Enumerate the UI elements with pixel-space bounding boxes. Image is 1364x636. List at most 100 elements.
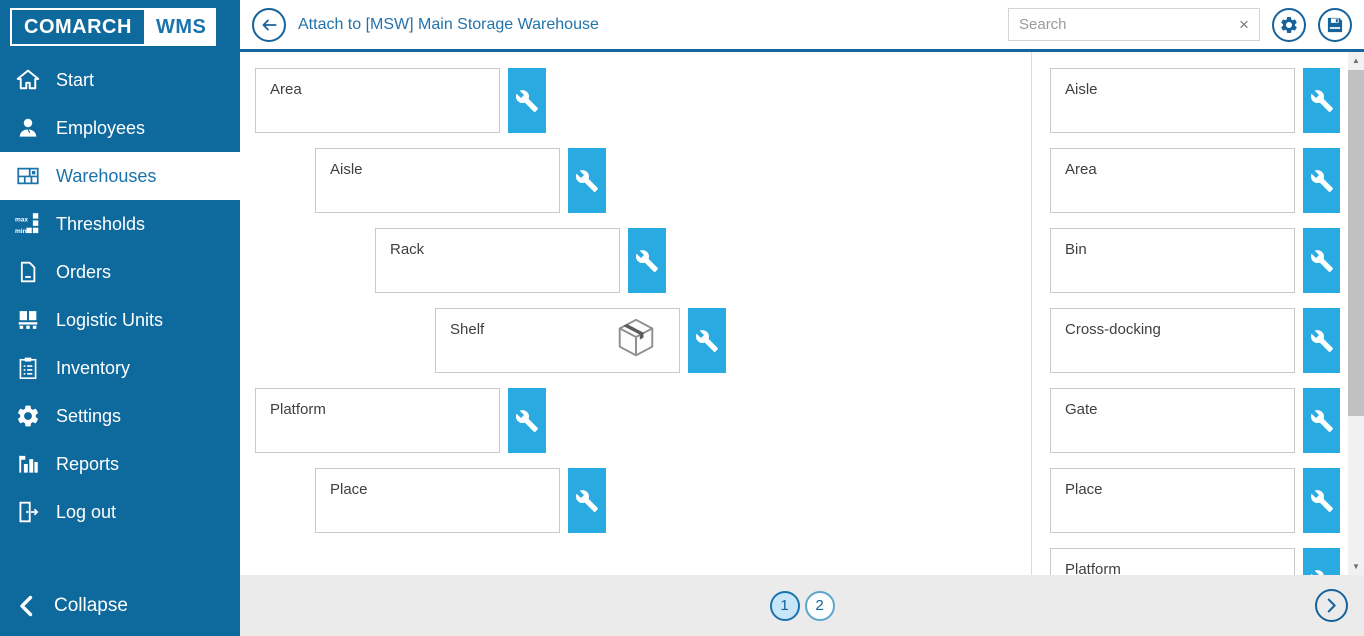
wrench-button[interactable] — [508, 388, 546, 453]
wrench-icon — [695, 329, 719, 353]
settings-icon — [15, 403, 41, 429]
wrench-button[interactable] — [568, 148, 606, 213]
panel-divider — [1031, 52, 1032, 575]
object-type-box-place[interactable]: Place — [1050, 468, 1295, 533]
header: Attach to [MSW] Main Storage Warehouse × — [240, 0, 1364, 52]
wrench-icon — [635, 249, 659, 273]
wrench-button[interactable] — [688, 308, 726, 373]
wrench-icon — [1310, 169, 1334, 193]
tree-node: Area — [255, 68, 546, 133]
save-icon — [1325, 15, 1345, 35]
back-button[interactable] — [252, 7, 286, 42]
structure-node-label: Place — [330, 481, 368, 498]
object-type-item: Area — [1050, 148, 1340, 213]
object-type-label: Aisle — [1065, 81, 1098, 98]
sidebar-item-label: Start — [56, 69, 95, 90]
structure-node-box-place[interactable]: Place — [315, 468, 560, 533]
wrench-button[interactable] — [1303, 228, 1340, 293]
object-type-box-gate[interactable]: Gate — [1050, 388, 1295, 453]
scroll-up-arrow-icon[interactable]: ▲ — [1352, 56, 1360, 65]
logistic-units-icon — [15, 307, 41, 333]
wrench-button[interactable] — [508, 68, 546, 133]
structure-node-box-shelf[interactable]: Shelf — [435, 308, 680, 373]
object-type-label: Area — [1065, 161, 1097, 178]
sidebar-item-start[interactable]: Start — [0, 56, 240, 104]
gear-icon — [1279, 15, 1299, 35]
sidebar-item-settings[interactable]: Settings — [0, 392, 240, 440]
object-type-box-area[interactable]: Area — [1050, 148, 1295, 213]
tree-node: Place — [315, 468, 606, 533]
settings-button[interactable] — [1272, 7, 1306, 42]
wrench-button[interactable] — [1303, 468, 1340, 533]
wrench-icon — [515, 409, 539, 433]
wrench-icon — [1310, 489, 1334, 513]
next-page-button[interactable] — [1315, 589, 1348, 622]
object-type-item: Place — [1050, 468, 1340, 533]
wrench-icon — [1310, 249, 1334, 273]
wrench-button[interactable] — [628, 228, 666, 293]
back-arrow-icon — [259, 15, 279, 35]
home-icon — [15, 67, 41, 93]
tree-node: Platform — [255, 388, 546, 453]
structure-node-label: Rack — [390, 241, 425, 258]
inventory-icon — [15, 355, 41, 381]
sidebar-item-label: Inventory — [56, 357, 131, 378]
sidebar-item-employees[interactable]: Employees — [0, 104, 240, 152]
wrench-button[interactable] — [1303, 148, 1340, 213]
object-type-item: Cross-docking — [1050, 308, 1340, 373]
object-type-box-cross-docking[interactable]: Cross-docking — [1050, 308, 1295, 373]
collapse-button[interactable]: Collapse — [0, 575, 240, 636]
wrench-icon — [515, 89, 539, 113]
sidebar-item-label: Log out — [56, 501, 117, 522]
sidebar-item-reports[interactable]: Reports — [0, 440, 240, 488]
object-type-item: Platform — [1050, 548, 1340, 575]
structure-node-box-rack[interactable]: Rack — [375, 228, 620, 293]
structure-node-box-aisle[interactable]: Aisle — [315, 148, 560, 213]
wrench-button[interactable] — [568, 468, 606, 533]
search-input[interactable] — [1009, 16, 1229, 33]
warehouses-icon — [15, 163, 41, 189]
object-type-label: Platform — [1065, 561, 1121, 575]
sidebar-item-inventory[interactable]: Inventory — [0, 344, 240, 392]
structure-node-box-area[interactable]: Area — [255, 68, 500, 133]
brand-comarch: COMARCH — [10, 8, 146, 46]
scrollbar[interactable]: ▲ ▼ — [1348, 52, 1364, 575]
sidebar-item-label: Logistic Units — [56, 309, 164, 330]
object-type-box-aisle[interactable]: Aisle — [1050, 68, 1295, 133]
page-button-2[interactable]: 2 — [804, 590, 835, 621]
page-button-1[interactable]: 1 — [769, 590, 800, 621]
scroll-down-arrow-icon[interactable]: ▼ — [1352, 562, 1360, 571]
wrench-button[interactable] — [1303, 388, 1340, 453]
object-type-box-bin[interactable]: Bin — [1050, 228, 1295, 293]
sidebar-item-logistic-units[interactable]: Logistic Units — [0, 296, 240, 344]
object-type-label: Cross-docking — [1065, 321, 1161, 338]
page-title: Attach to [MSW] Main Storage Warehouse — [298, 15, 599, 33]
sidebar-item-warehouses[interactable]: Warehouses — [0, 152, 240, 200]
object-type-box-platform[interactable]: Platform — [1050, 548, 1295, 575]
save-button[interactable] — [1318, 7, 1352, 42]
reports-icon — [15, 451, 41, 477]
scrollbar-thumb[interactable] — [1348, 70, 1364, 416]
sidebar-item-log-out[interactable]: Log out — [0, 488, 240, 536]
wrench-button[interactable] — [1303, 308, 1340, 373]
object-type-item: Gate — [1050, 388, 1340, 453]
search-box: × — [1008, 8, 1260, 41]
structure-node-label: Platform — [270, 401, 326, 418]
object-type-item: Bin — [1050, 228, 1340, 293]
wrench-icon — [1310, 409, 1334, 433]
wrench-button[interactable] — [1303, 68, 1340, 133]
wrench-button[interactable] — [1303, 548, 1340, 575]
tree-node: Aisle — [315, 148, 606, 213]
object-type-label: Place — [1065, 481, 1103, 498]
search-clear-button[interactable]: × — [1229, 14, 1259, 36]
structure-node-box-platform[interactable]: Platform — [255, 388, 500, 453]
structure-node-label: Area — [270, 81, 302, 98]
package-icon — [613, 314, 659, 368]
sidebar-item-orders[interactable]: Orders — [0, 248, 240, 296]
tree-node: Rack — [375, 228, 666, 293]
object-type-label: Bin — [1065, 241, 1087, 258]
